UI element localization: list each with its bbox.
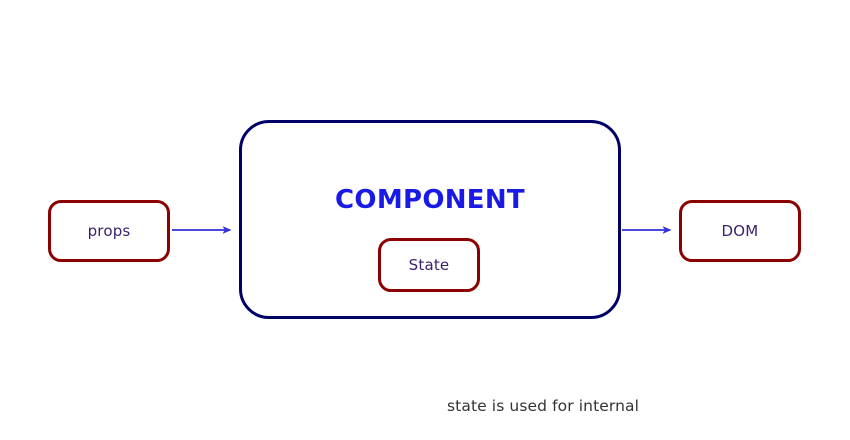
node-component-label: COMPONENT — [335, 185, 525, 215]
node-dom-label: DOM — [721, 221, 759, 240]
node-props[interactable]: props — [48, 200, 170, 262]
node-state-label: State — [408, 255, 450, 274]
node-dom[interactable]: DOM — [679, 200, 801, 262]
node-state[interactable]: State — [378, 238, 480, 292]
caption-line-1: state is used for internal — [447, 397, 640, 415]
node-component[interactable]: COMPONENT — [239, 120, 621, 319]
arrow-component-to-dom — [622, 226, 672, 234]
arrow-props-to-component — [172, 226, 232, 234]
diagram-caption: state is used for internal communication… — [447, 354, 730, 440]
node-props-label: props — [87, 221, 131, 240]
